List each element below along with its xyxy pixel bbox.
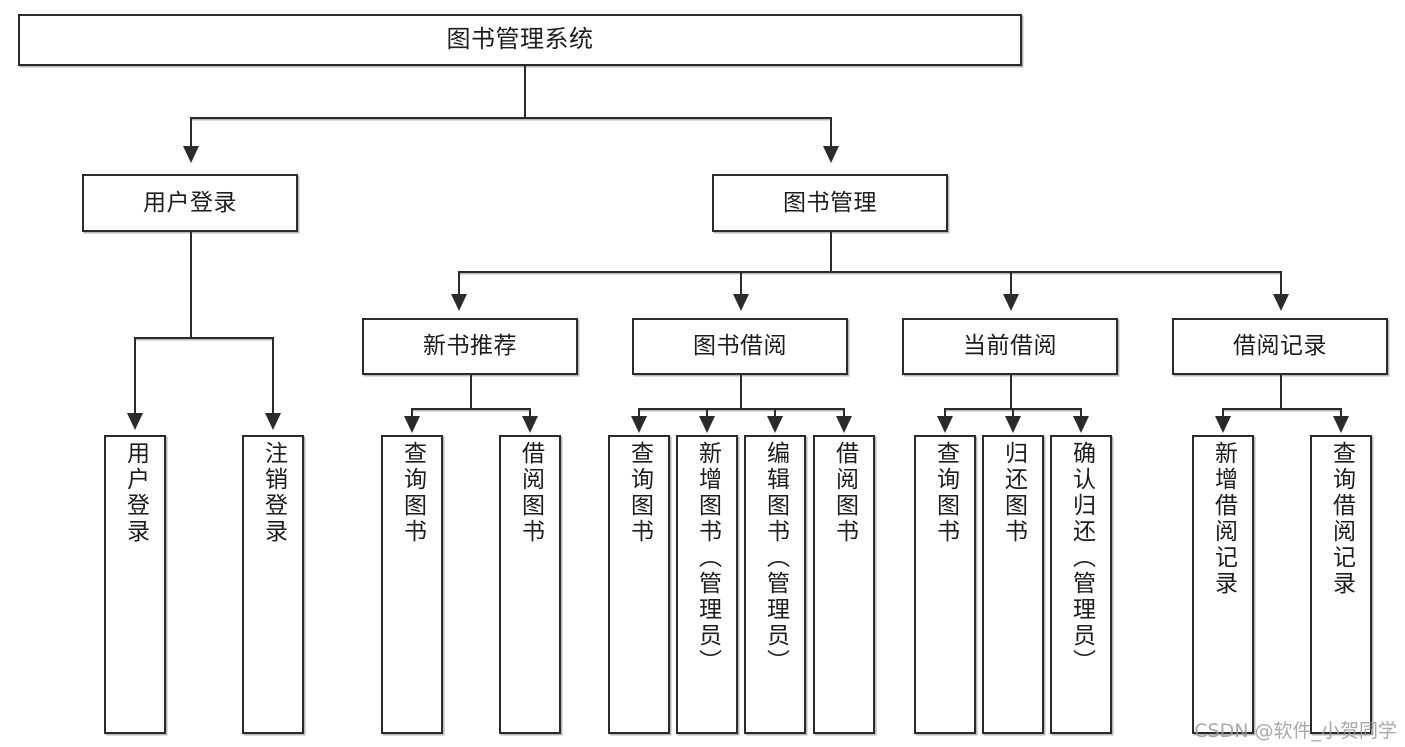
node-user-login[interactable]: 用户登录 (82, 174, 298, 232)
connector-new-book-recommend-stem (470, 375, 472, 408)
connector-br-leaf-2 (1340, 408, 1342, 418)
node-current-borrow[interactable]: 当前借阅 (902, 318, 1118, 375)
arrow-to-book-borrow (733, 294, 749, 311)
connector-user-login-stem (190, 232, 192, 337)
node-borrow-record[interactable]: 借阅记录 (1172, 318, 1388, 375)
node-book-borrow[interactable]: 图书借阅 (632, 318, 848, 375)
arrow-br-leaf-1 (1215, 416, 1231, 433)
connector-br-leaf-1 (1222, 408, 1224, 418)
node-book-management[interactable]: 图书管理 (712, 174, 948, 232)
arrow-to-book-management (823, 146, 839, 163)
leaf-return-book[interactable]: 归还图书 (982, 435, 1044, 734)
arrow-to-user-login (183, 146, 199, 163)
connector-root-stem (524, 66, 526, 117)
connector-book-borrow-stem (740, 375, 742, 408)
connector-bb-leaf-1 (638, 408, 640, 418)
arrow-to-borrow-record (1273, 294, 1289, 311)
leaf-query-borrow-record-label: 查询借阅记录 (1328, 441, 1355, 597)
node-user-login-label: 用户登录 (143, 189, 237, 216)
leaf-edit-book-label: 编辑图书（管理员） (762, 441, 789, 675)
leaf-query-book-3[interactable]: 查询图书 (914, 435, 976, 734)
connector-cb-leaf-3 (1080, 408, 1082, 418)
connector-to-borrow-record (1280, 271, 1282, 296)
leaf-confirm-return-label: 确认归还（管理员） (1068, 441, 1095, 675)
arrow-to-new-book-recommend (451, 294, 467, 311)
leaf-return-book-label: 归还图书 (1000, 441, 1027, 545)
leaf-query-book-2-label: 查询图书 (626, 441, 653, 545)
connector-nbr-leaf-1 (411, 408, 413, 418)
connector-book-borrow-bar (638, 408, 843, 410)
arrow-br-leaf-2 (1333, 416, 1349, 433)
connector-user-login-bar (134, 337, 272, 339)
connector-to-book-borrow (740, 271, 742, 296)
connector-bb-leaf-2 (706, 408, 708, 418)
arrow-user-login-leaf-2 (265, 413, 281, 430)
leaf-query-book-2[interactable]: 查询图书 (608, 435, 670, 734)
leaf-query-borrow-record[interactable]: 查询借阅记录 (1310, 435, 1372, 734)
arrow-bb-leaf-4 (836, 416, 852, 433)
leaf-query-book-3-label: 查询图书 (932, 441, 959, 545)
node-root[interactable]: 图书管理系统 (18, 14, 1022, 66)
connector-level1-bar (190, 117, 830, 119)
connector-user-login-leaf-2 (272, 337, 274, 415)
connector-to-user-login (190, 117, 192, 148)
arrow-bb-leaf-2 (699, 416, 715, 433)
node-current-borrow-label: 当前借阅 (963, 333, 1057, 360)
leaf-borrow-book-2-label: 借阅图书 (831, 441, 858, 545)
leaf-query-book-1[interactable]: 查询图书 (381, 435, 443, 734)
connector-current-borrow-stem (1010, 375, 1012, 408)
arrow-nbr-leaf-1 (404, 416, 420, 433)
connector-borrow-record-stem (1280, 375, 1282, 408)
leaf-borrow-book-1-label: 借阅图书 (517, 441, 544, 545)
leaf-logout-login[interactable]: 注销登录 (242, 435, 304, 734)
watermark-text: CSDN @软件_小贺同学 (1194, 720, 1397, 742)
connector-to-book-management (830, 117, 832, 148)
node-book-management-label: 图书管理 (783, 189, 877, 216)
leaf-borrow-book-1[interactable]: 借阅图书 (499, 435, 561, 734)
leaf-user-login[interactable]: 用户登录 (104, 435, 166, 734)
connector-cb-leaf-1 (944, 408, 946, 418)
leaf-add-borrow-record-label: 新增借阅记录 (1210, 441, 1237, 597)
connector-book-management-stem (830, 232, 832, 271)
node-new-book-recommend[interactable]: 新书推荐 (362, 318, 578, 375)
connector-cb-leaf-2 (1012, 408, 1014, 418)
connector-level2-bar (458, 271, 1280, 273)
arrow-user-login-leaf-1 (127, 413, 143, 430)
leaf-logout-login-label: 注销登录 (260, 441, 287, 545)
connector-nbr-leaf-2 (529, 408, 531, 418)
leaf-edit-book[interactable]: 编辑图书（管理员） (744, 435, 806, 734)
node-root-label: 图书管理系统 (446, 25, 594, 54)
connector-new-book-recommend-bar (411, 408, 529, 410)
leaf-add-borrow-record[interactable]: 新增借阅记录 (1192, 435, 1254, 734)
connector-to-current-borrow (1010, 271, 1012, 296)
connector-to-new-book-recommend (458, 271, 460, 296)
node-borrow-record-label: 借阅记录 (1233, 333, 1327, 360)
arrow-bb-leaf-1 (631, 416, 647, 433)
arrow-nbr-leaf-2 (522, 416, 538, 433)
connector-bb-leaf-4 (843, 408, 845, 418)
leaf-user-login-label: 用户登录 (122, 441, 149, 545)
arrow-cb-leaf-2 (1005, 416, 1021, 433)
connector-bb-leaf-3 (774, 408, 776, 418)
leaf-confirm-return[interactable]: 确认归还（管理员） (1050, 435, 1112, 734)
leaf-borrow-book-2[interactable]: 借阅图书 (813, 435, 875, 734)
leaf-add-book-label: 新增图书（管理员） (694, 441, 721, 675)
node-book-borrow-label: 图书借阅 (693, 333, 787, 360)
node-new-book-recommend-label: 新书推荐 (423, 333, 517, 360)
arrow-cb-leaf-1 (937, 416, 953, 433)
arrow-to-current-borrow (1003, 294, 1019, 311)
arrow-cb-leaf-3 (1073, 416, 1089, 433)
leaf-query-book-1-label: 查询图书 (399, 441, 426, 545)
connector-borrow-record-bar (1222, 408, 1340, 410)
leaf-add-book[interactable]: 新增图书（管理员） (676, 435, 738, 734)
arrow-bb-leaf-3 (767, 416, 783, 433)
connector-user-login-leaf-1 (134, 337, 136, 415)
